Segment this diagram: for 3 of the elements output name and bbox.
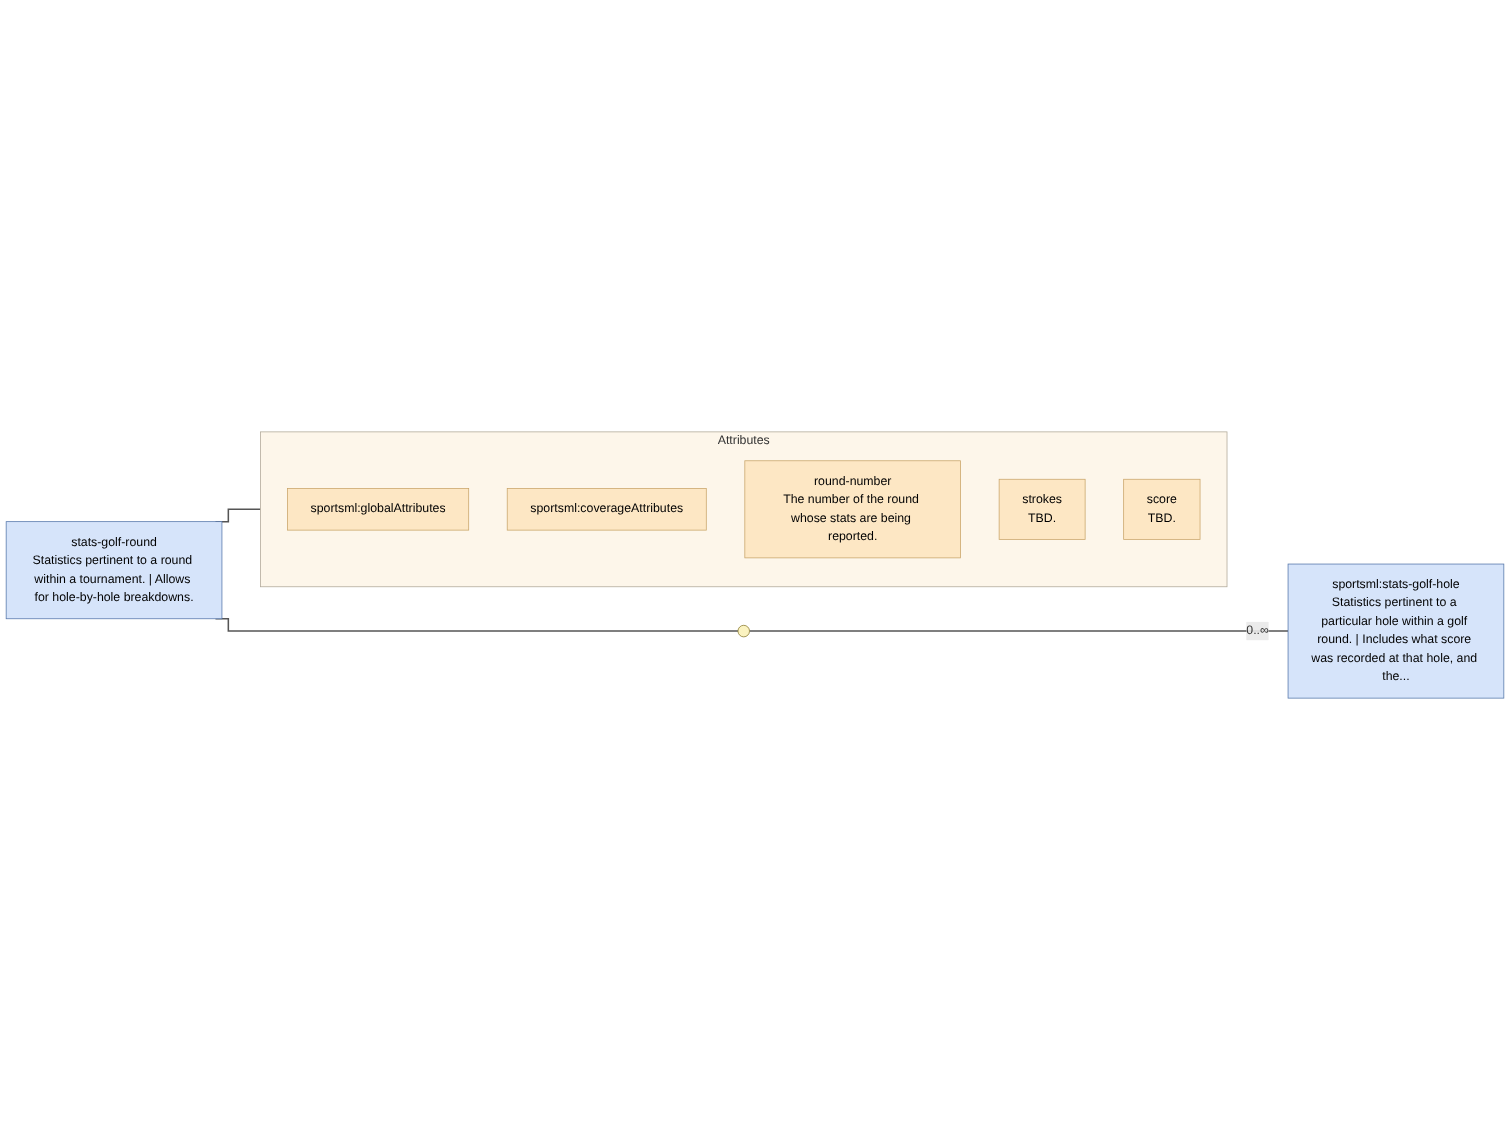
node-circle [737,624,750,638]
connector [748,630,1289,632]
connector [214,618,739,632]
